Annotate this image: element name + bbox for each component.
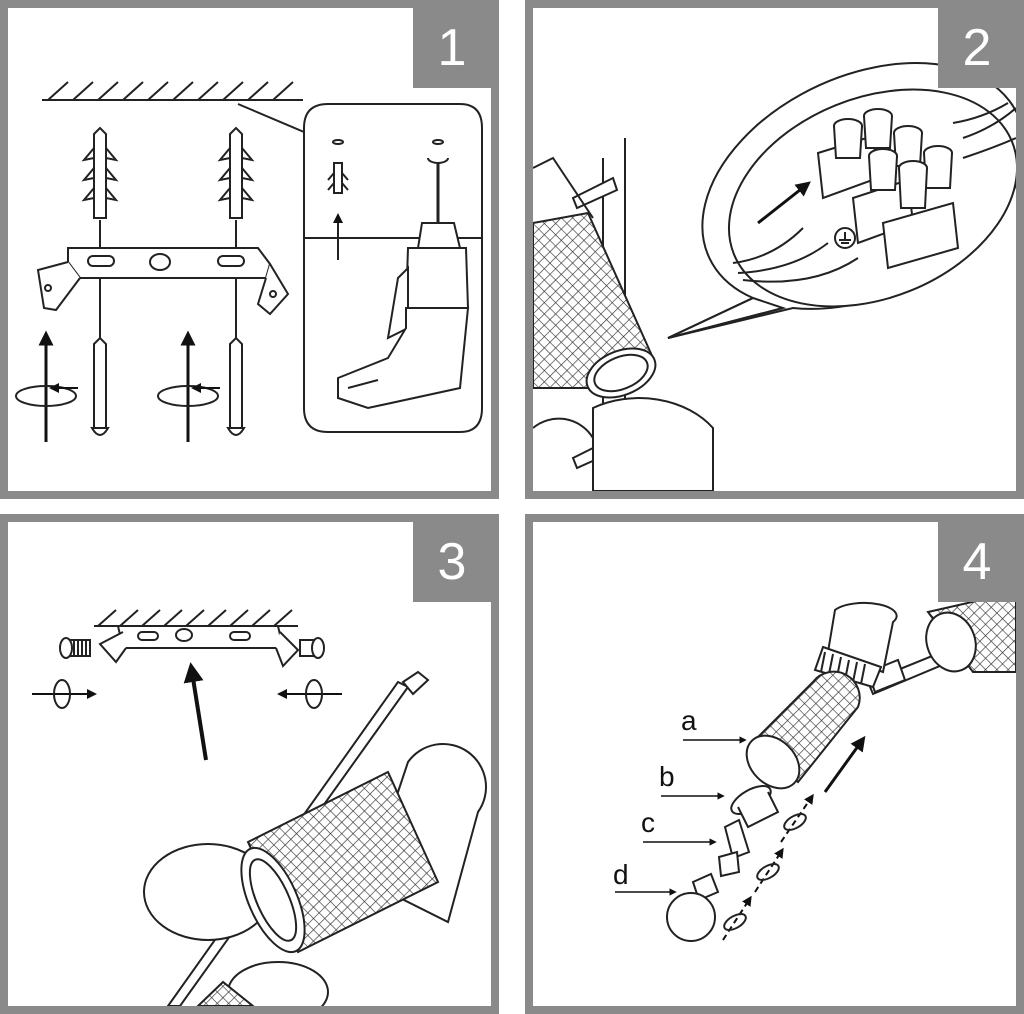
terminal-block-icon [816, 102, 1016, 270]
screw-icon [59, 637, 91, 659]
step-2-illustration [533, 62, 1016, 491]
wall-plug-icon [81, 126, 119, 338]
step-4-illustration: a b c d [613, 590, 1016, 942]
socket-housing [813, 601, 898, 689]
step-2-panel: 2 [525, 0, 1024, 499]
spotlight-icon [533, 156, 657, 399]
lamp-holder-part [717, 818, 751, 878]
wiring-detail-callout [667, 62, 1016, 339]
ceiling-hatch-icon [42, 81, 305, 133]
rotation-arrow-icon [32, 679, 97, 709]
screw-icon [90, 336, 110, 436]
step-1-illustration [15, 81, 483, 442]
spotlight-icon [196, 743, 488, 1006]
rotation-arrow-icon [157, 330, 220, 442]
wall-plug-icon [327, 139, 349, 260]
screw-icon [226, 336, 246, 436]
insert-arrow-icon [757, 181, 811, 225]
step-3-illustration [32, 609, 488, 1006]
assembly-arrow-icon [823, 735, 866, 793]
mesh-shade-part [745, 670, 861, 790]
rotation-arrow-icon [15, 330, 78, 442]
part-label-d: d [613, 859, 629, 890]
ceiling-hatch-icon [94, 609, 298, 627]
mounting-bracket-icon [98, 625, 300, 668]
part-label-b: b [659, 761, 675, 792]
part-label-a: a [681, 705, 697, 736]
step-1-panel: 1 [0, 0, 499, 499]
step-3-panel: 3 [0, 514, 499, 1014]
rotation-arrow-icon [277, 679, 342, 709]
step-4-panel: 4 [525, 514, 1024, 1014]
wall-plug-icon [217, 126, 255, 338]
push-up-arrow-icon [183, 662, 208, 761]
rotation-arrow-icon [780, 793, 814, 843]
light-bulb-icon [666, 872, 720, 942]
ground-symbol-icon [839, 232, 851, 244]
mounting-bracket-icon [36, 247, 290, 316]
mounting-plate [533, 397, 714, 491]
screw-icon [299, 637, 325, 659]
step-number-badge: 2 [938, 8, 1016, 88]
part-label-c: c [641, 807, 655, 838]
rotation-arrow-icon [754, 847, 784, 893]
rotation-arrow-icon [722, 895, 752, 941]
step-number-badge: 3 [413, 522, 491, 602]
drill-icon [337, 139, 470, 410]
retaining-ring-part [730, 785, 780, 829]
step-number-badge: 1 [413, 8, 491, 88]
spotlight-icon [925, 590, 1016, 673]
step-number-badge: 4 [938, 522, 1016, 602]
